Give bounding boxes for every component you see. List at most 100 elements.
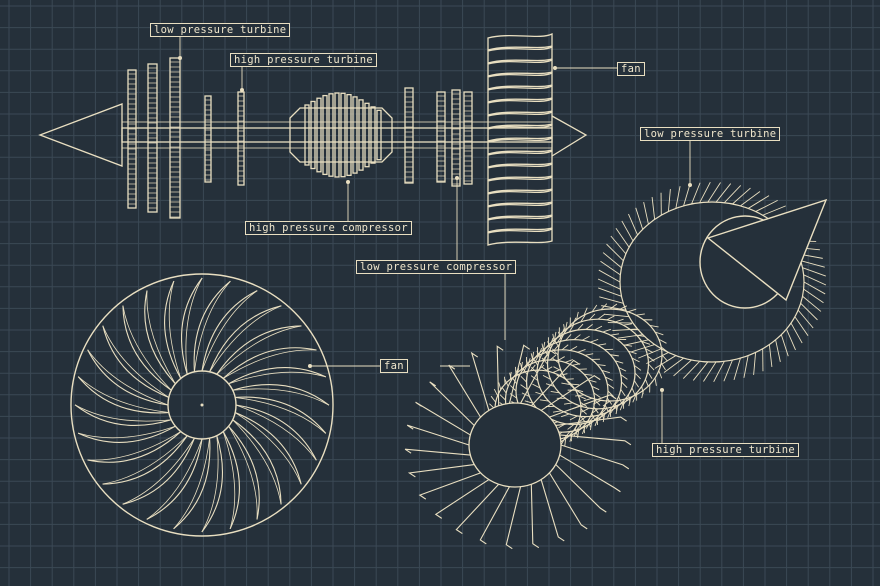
core-stage-blade xyxy=(623,344,633,347)
core-stage-blade xyxy=(575,394,585,397)
iso-fan-hub xyxy=(468,402,562,488)
fan-blade xyxy=(180,277,203,375)
core-stage-blade xyxy=(530,364,536,372)
fan-blade xyxy=(122,437,195,505)
compressor-stage xyxy=(346,93,352,177)
compressor-stage xyxy=(370,106,376,164)
core-stage-blade xyxy=(573,334,581,340)
lp-turbine-blade xyxy=(683,183,691,207)
iso-fan-blade xyxy=(404,448,471,456)
lp-turbine-blade xyxy=(646,352,669,364)
core-stage-blade xyxy=(632,394,637,403)
lp-compressor-stage xyxy=(404,87,414,184)
iso-fan-blade xyxy=(548,472,588,530)
fan-blade xyxy=(487,227,553,246)
core-stage-blade xyxy=(567,424,575,430)
lp-turbine-blade xyxy=(638,348,662,359)
lp-turbine-blade xyxy=(723,359,733,382)
core-stage-blade xyxy=(564,402,573,405)
core-stage-blade xyxy=(591,304,598,313)
fan-blade-edge xyxy=(228,425,258,520)
lp-turbine-blade xyxy=(786,328,796,351)
core-stage-blade xyxy=(499,394,506,401)
turbine-disc xyxy=(237,91,245,186)
lp-turbine-blade xyxy=(707,182,721,203)
fan-blade-edge xyxy=(87,431,182,461)
core-stage-blade xyxy=(550,390,560,394)
lp-turbine-blade xyxy=(630,344,655,353)
lp-turbine-blade xyxy=(800,260,825,268)
lp-turbine-blade xyxy=(703,361,717,382)
fan-blade xyxy=(487,149,553,168)
core-stage-blade xyxy=(579,415,586,423)
fan-blade-edge xyxy=(168,281,182,379)
iso-fan-blade xyxy=(555,416,627,427)
core-stage-blade xyxy=(658,370,663,379)
fan-blade xyxy=(77,425,176,443)
fan-blade xyxy=(201,290,258,372)
lp-turbine-blade xyxy=(802,295,822,312)
iso-fan-blade xyxy=(505,486,522,550)
lp-turbine-blade xyxy=(740,191,761,207)
lp-turbine-blade xyxy=(724,185,742,204)
core-stage-blade xyxy=(568,325,574,333)
core-stage-blade xyxy=(578,422,583,430)
core-stage-blade xyxy=(661,354,668,362)
compressor-stage xyxy=(340,92,346,178)
fan-front-view xyxy=(70,273,334,537)
core-stage-blade xyxy=(552,369,561,373)
lp-turbine-blade xyxy=(732,187,751,205)
core-stage-blade xyxy=(649,324,659,328)
compressor-stage xyxy=(364,102,370,168)
iso-fan-blade xyxy=(434,479,490,519)
core-stage-blade xyxy=(614,403,618,411)
core-stage-blade xyxy=(627,308,637,313)
lp-turbine-blade xyxy=(803,288,824,304)
core-stage-blade xyxy=(620,389,626,397)
lp-turbine-blade xyxy=(682,360,700,379)
core-stage-blade xyxy=(581,407,590,413)
core-stage-blade xyxy=(582,335,590,341)
fan-blade xyxy=(235,396,327,434)
core-stage-blade xyxy=(601,369,610,374)
core-stage-blade xyxy=(597,313,606,320)
lp-compressor-stage xyxy=(463,91,473,185)
iso-fan-blade xyxy=(479,486,510,545)
core-stage-blade xyxy=(560,413,570,418)
core-stage-blade xyxy=(532,383,541,389)
label-high-pressure-turbine-right: high pressure turbine xyxy=(652,443,800,457)
fan-blade xyxy=(77,376,169,414)
lp-turbine-blade xyxy=(797,309,814,329)
lp-turbine-blade xyxy=(621,220,634,242)
fan-blade-edge xyxy=(87,349,169,406)
iso-fan-blade xyxy=(530,484,540,549)
core-stage-blade xyxy=(631,387,636,396)
lp-turbine-blade xyxy=(599,296,624,304)
iso-fan-blade xyxy=(406,424,470,446)
core-stage-blade xyxy=(531,351,535,360)
core-stage-blade xyxy=(543,341,546,350)
core-stage-blade xyxy=(564,431,571,438)
engine-exploded-view xyxy=(404,182,828,550)
lp-turbine-blade xyxy=(715,183,732,203)
lp-turbine-blade xyxy=(800,302,818,321)
core-stage-blade xyxy=(600,303,608,311)
core-stage-blade xyxy=(607,390,614,397)
core-stage-blade xyxy=(538,347,543,356)
label-fan-left: fan xyxy=(380,359,408,373)
core-stage-blade xyxy=(631,357,640,363)
core-stage-blade xyxy=(588,313,596,321)
core-stage-blade xyxy=(524,400,533,404)
fan-blade xyxy=(222,347,317,379)
core-stage-blade xyxy=(610,333,620,336)
lp-compressor-stage xyxy=(436,91,446,183)
core-stage-blade xyxy=(575,389,584,393)
fan-blade-edge xyxy=(228,371,326,385)
iso-fan-blade xyxy=(559,434,632,446)
compressor-stage xyxy=(334,92,340,178)
lp-turbine-blade xyxy=(733,357,741,381)
core-stage-blade xyxy=(660,362,666,371)
fan-blade xyxy=(232,419,282,505)
core-stage-blade xyxy=(584,373,593,376)
